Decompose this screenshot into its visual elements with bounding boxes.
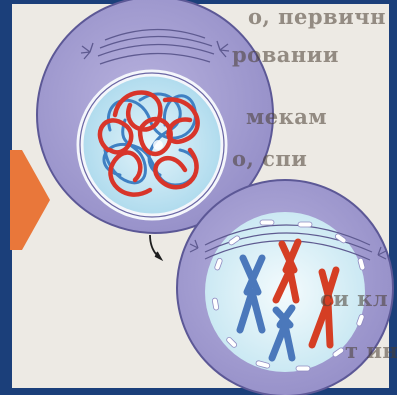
background-text-line: си кл [320, 286, 388, 311]
background-text-line: о, первичн [248, 4, 386, 29]
nucleolus [153, 140, 163, 150]
background-text-line: мекам [246, 104, 327, 129]
background-text-line: о, спи [232, 146, 307, 171]
right-frame-bar [389, 0, 397, 395]
background-text-line: т ин [345, 338, 397, 363]
background-text-line: ровании [232, 42, 339, 67]
bottom-frame-bar [0, 388, 397, 395]
